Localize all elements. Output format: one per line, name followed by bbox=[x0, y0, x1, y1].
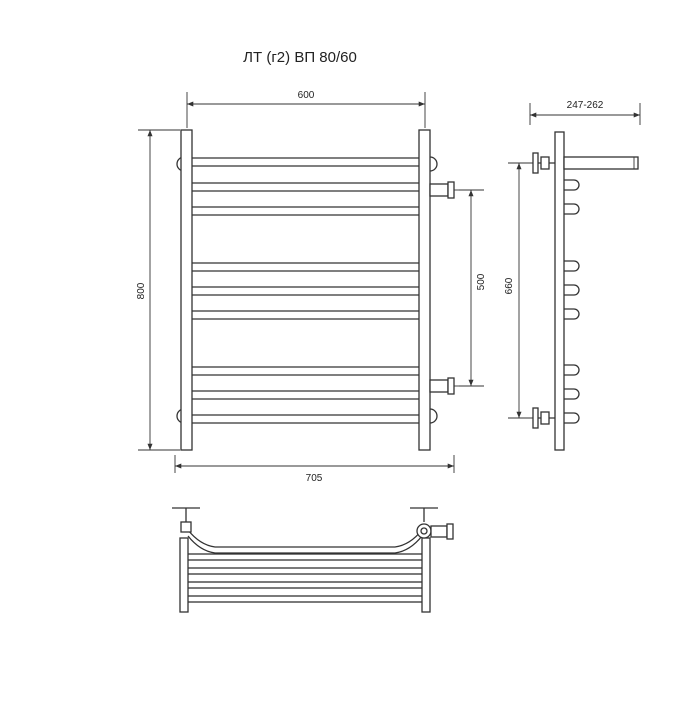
dimension-wall-projection: 247-262 bbox=[529, 100, 641, 125]
dimension-label-660: 660 bbox=[504, 277, 515, 294]
top-view bbox=[172, 507, 454, 613]
dimension-label-247-262: 247-262 bbox=[567, 100, 604, 111]
rung bbox=[187, 366, 426, 376]
dimension-height: 800 bbox=[136, 129, 180, 451]
side-rung-loops bbox=[564, 179, 580, 424]
front-rungs bbox=[187, 157, 426, 424]
rung bbox=[187, 206, 426, 216]
shelf-rung bbox=[186, 595, 425, 603]
upper-connection-pipe bbox=[429, 181, 459, 199]
dimension-connection-spacing-front: 500 bbox=[459, 189, 487, 387]
side-view: 247-262 660 bbox=[504, 100, 641, 451]
shelf-front-bar bbox=[187, 529, 423, 548]
rung bbox=[187, 157, 426, 167]
rung bbox=[187, 262, 426, 272]
rung bbox=[187, 310, 426, 320]
rung bbox=[187, 414, 426, 424]
side-top-pipe bbox=[563, 156, 639, 170]
shelf-left-rail bbox=[179, 537, 189, 613]
shelf-wall-mount-left bbox=[172, 507, 200, 533]
drawing-title: ЛТ (г2) ВП 80/60 bbox=[243, 49, 357, 66]
shelf-rung bbox=[186, 553, 425, 561]
dimension-label-600: 600 bbox=[298, 90, 315, 101]
dimension-label-705: 705 bbox=[306, 473, 323, 484]
dimension-overall-width: 705 bbox=[174, 455, 455, 484]
rung bbox=[187, 182, 426, 192]
rung bbox=[187, 286, 426, 296]
shelf-connection-pipe bbox=[430, 523, 454, 540]
dimension-connection-spacing-side: 660 bbox=[504, 162, 533, 419]
side-valve-top bbox=[532, 152, 555, 174]
left-post bbox=[180, 129, 193, 451]
side-valve-bottom bbox=[532, 407, 555, 429]
shelf-right-rail bbox=[421, 537, 431, 613]
front-view: 600 800 500 705 bbox=[136, 90, 487, 484]
lower-connection-pipe bbox=[429, 377, 459, 395]
shelf-rung bbox=[186, 567, 425, 575]
shelf-rung bbox=[186, 581, 425, 589]
dimension-top-width: 600 bbox=[186, 90, 426, 128]
right-post bbox=[418, 129, 431, 451]
rung bbox=[187, 390, 426, 400]
dimension-label-800: 800 bbox=[136, 282, 147, 299]
dimension-label-500: 500 bbox=[476, 273, 487, 290]
side-post bbox=[554, 131, 565, 451]
